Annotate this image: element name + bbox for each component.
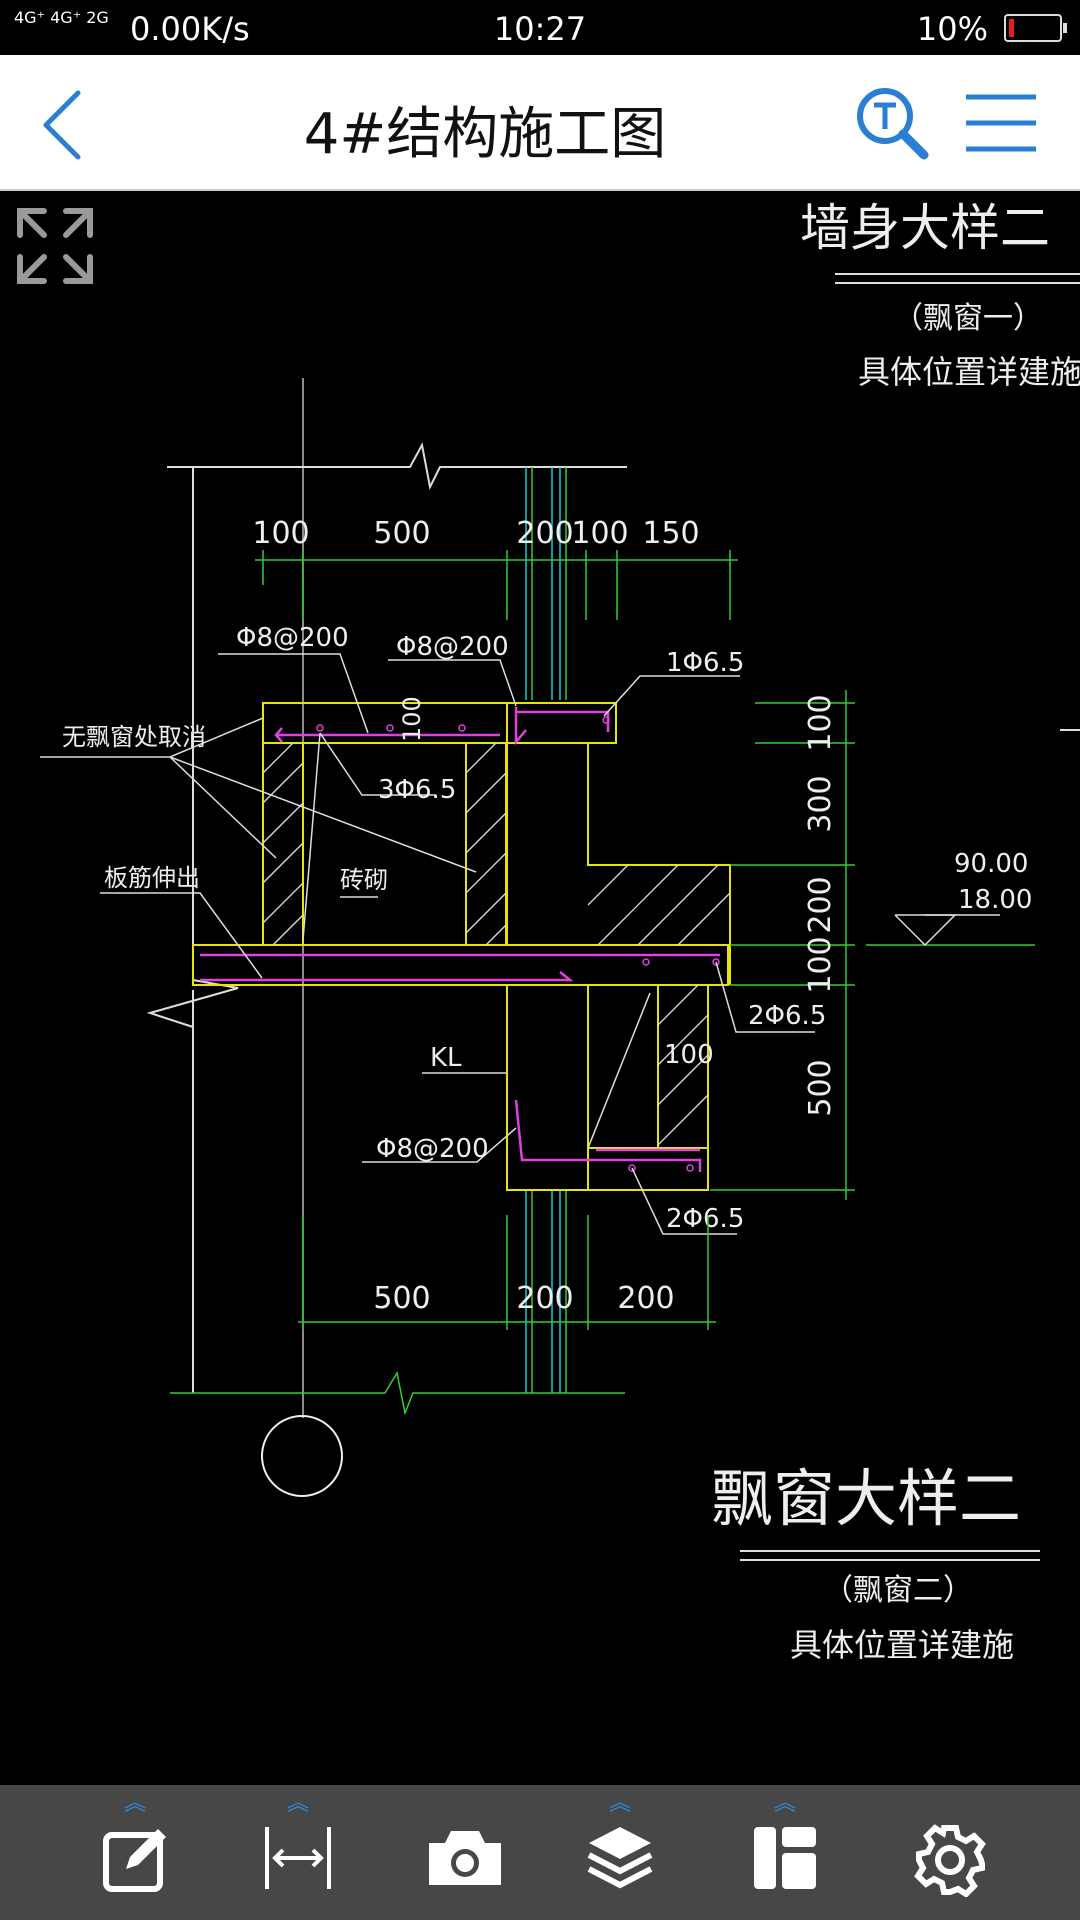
expand-chevron-icon[interactable]: ︽ [123,1791,146,1816]
layers-tool[interactable]: ︽ [565,1785,675,1920]
battery-percent: 10% [916,10,988,48]
drawing-sub-top-2: 具体位置详建施 [858,353,1080,391]
measure-tool[interactable]: ︽ [243,1785,353,1920]
back-icon[interactable] [34,85,94,165]
label-brick: 砖砌 [340,866,388,894]
dim-top-1: 100 [252,516,309,551]
dim-right-4: 100 [803,936,838,993]
elevation-1: 90.00 [954,849,1028,879]
status-bar: 4G⁺ 4G⁺ 2G 0.00K/s 10:27 10% [0,0,1080,55]
edit-icon [103,1829,166,1892]
edit-tool[interactable]: ︽ [80,1785,190,1920]
label-slab: 板筋伸出 [104,864,200,892]
dim-bottom-1: 500 [373,1281,430,1316]
expand-chevron-icon[interactable]: ︽ [773,1791,796,1816]
label-phi8-top: Φ8@200 [396,632,509,662]
layers-icon [587,1827,653,1889]
text-search-icon[interactable] [852,83,932,163]
page-title: 4#结构施工图 [303,102,667,167]
drawing-title-top: 墙身大样二 [800,199,1050,257]
dim-right-2: 300 [803,775,838,832]
bottom-toolbar: ︽ ︽ ︽ ︽ [0,1785,1080,1920]
label-1phi: 1Φ6.5 [666,648,744,678]
label-2phi-1: 2Φ6.5 [748,1001,826,1031]
label-no-bay: 无飘窗处取消 [62,723,206,751]
network-speed: 0.00K/s [130,10,250,48]
dim-bottom-2: 200 [516,1281,573,1316]
dim-top-2: 500 [373,516,430,551]
expand-chevron-icon[interactable]: ︽ [286,1791,309,1816]
dim-right-3: 200 [803,876,838,933]
drawing-sub-bottom-1: （飘窗二） [823,1573,973,1608]
label-2phi-2: 2Φ6.5 [666,1204,744,1234]
clock: 10:27 [493,10,587,48]
dim-top-3: 200 [516,516,573,551]
label-phi8-bottom: Φ8@200 [376,1134,489,1164]
drawing-sub-top-1: （飘窗一） [893,301,1043,336]
label-kl: KL [430,1043,462,1073]
app-header: 4#结构施工图 [0,55,1080,191]
label-phi8-top-left: Φ8@200 [236,623,349,653]
expand-chevron-icon[interactable]: ︽ [608,1791,631,1816]
label-100-inner: 100 [664,1040,714,1070]
camera-tool[interactable] [405,1785,515,1920]
dim-right-1: 100 [803,694,838,751]
label-3phi: 3Φ6.5 [378,775,456,805]
network-indicator: 4G⁺ 4G⁺ 2G [14,8,109,27]
label-100-slab: 100 [398,696,426,742]
gear-icon [914,1824,986,1897]
drawing-title-bottom: 飘窗大样二 [711,1462,1021,1535]
camera-icon [429,1831,501,1885]
settings-tool[interactable] [893,1785,1003,1920]
drawing-sub-bottom-2: 具体位置详建施 [790,1626,1014,1664]
cad-drawing-canvas[interactable]: 墙身大样二 （飘窗一） 具体位置详建施 [0,191,1080,1785]
layout-tool[interactable]: ︽ [730,1785,840,1920]
fullscreen-icon[interactable] [14,205,96,287]
elevation-2: 18.00 [958,885,1032,915]
dim-bottom-3: 200 [617,1281,674,1316]
battery-icon [1004,14,1067,42]
dim-top-5: 150 [642,516,699,551]
menu-icon[interactable] [964,91,1038,155]
layout-icon [754,1827,816,1889]
dim-top-4: 100 [571,516,628,551]
dim-right-5: 500 [803,1059,838,1116]
measure-icon [265,1827,331,1889]
